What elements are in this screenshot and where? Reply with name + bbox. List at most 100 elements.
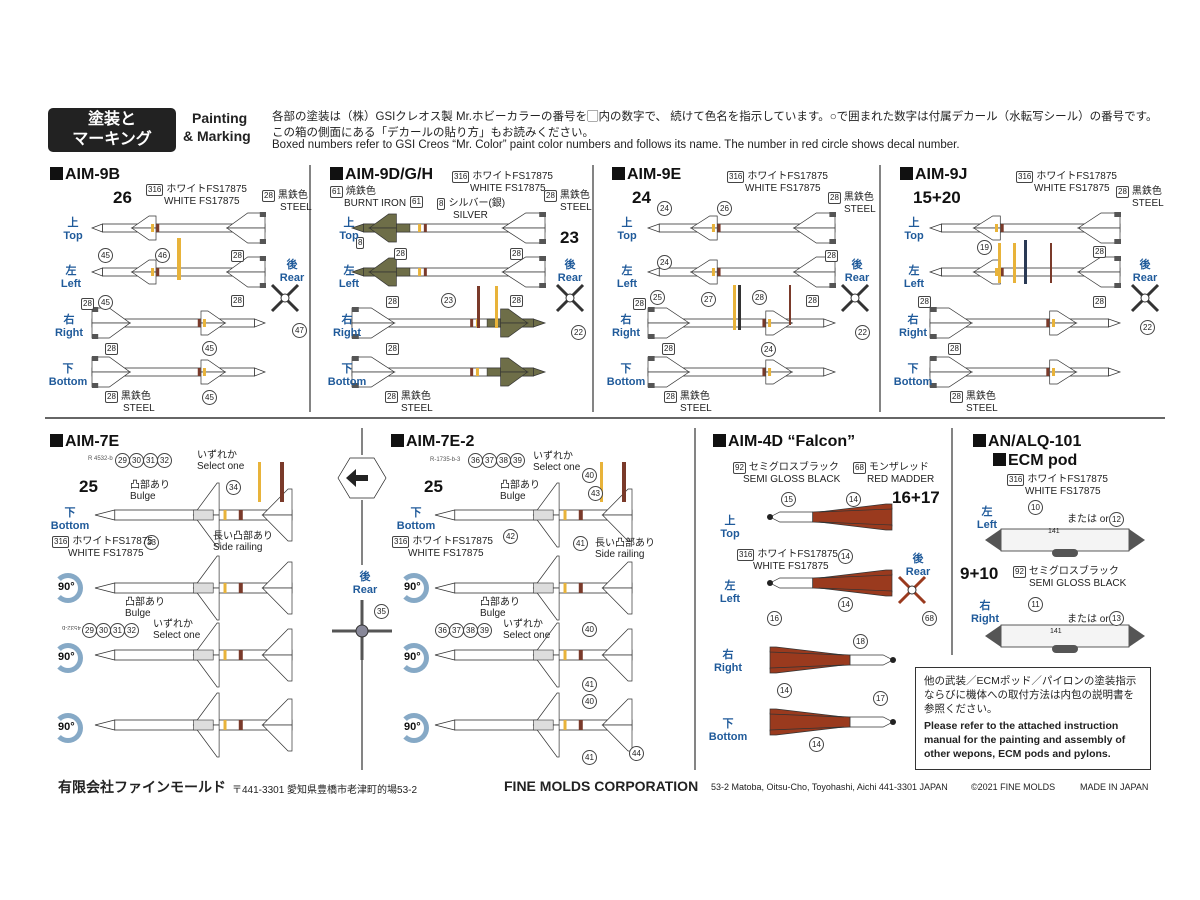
aim4d-decal-set-number: 16+17 (892, 488, 940, 507)
paint-name-jp: 黒鉄色 (120, 391, 151, 402)
canard-fin (368, 257, 397, 273)
paint-band (470, 319, 474, 327)
rotate-label: 90° (58, 581, 75, 593)
canard-fin (200, 371, 227, 385)
rotate-label: 90° (404, 581, 421, 593)
label-en: Bulge (480, 608, 506, 619)
decal-number: 38 (463, 623, 478, 638)
rotate-90-icon (399, 643, 429, 673)
tail-fin (225, 271, 266, 288)
rolleron (930, 356, 937, 361)
view-en: Left (976, 519, 998, 531)
paint-name-jp: ホワイトFS17875 (72, 536, 153, 547)
aim7e-title: AIM-7E (50, 433, 119, 451)
decal-number: 22 (855, 325, 870, 340)
missile-nose (646, 223, 660, 233)
decal-number: 25 (650, 290, 665, 305)
decal-stripe (477, 286, 480, 328)
paint-name-en: STEEL (123, 403, 155, 414)
paint-code-box: 28 (544, 190, 557, 202)
rolleron (1114, 212, 1121, 217)
rear-nozzle (280, 293, 290, 303)
seeker-dome (767, 580, 773, 586)
view-jp: 下 (722, 718, 734, 730)
rolleron (352, 334, 359, 339)
paint-code-box: 316 (1007, 474, 1025, 486)
pod-fairing (1052, 645, 1078, 653)
decal-number: 24 (657, 201, 672, 216)
paint-band (156, 224, 160, 232)
label-jp: 凸部あり (125, 597, 165, 608)
label-en: Select one (153, 630, 201, 641)
view-jp: 上 (724, 515, 736, 527)
bulge (193, 582, 214, 594)
label-jp: いずれか (153, 619, 193, 630)
rolleron (1114, 283, 1121, 288)
paint-code-box: 28 (950, 391, 963, 403)
paint-name-jp: 黒鉄色 (400, 391, 431, 402)
paint-steel-callout: 28 (386, 343, 402, 355)
view-en: Left (60, 278, 82, 290)
decal-number: 30 (129, 453, 144, 468)
pod-fairing (1052, 549, 1078, 557)
paint-band (475, 368, 479, 376)
ecm-title: AN/ALQ-101 (973, 433, 1081, 451)
decal-number: 11 (1028, 597, 1043, 612)
rolleron (259, 212, 266, 217)
stencil-label: R 4532-b (88, 456, 113, 462)
decal-number: 45 (98, 295, 113, 310)
paint-band (151, 268, 155, 276)
paint-code-box: 28 (510, 248, 523, 260)
label-en: Side railing (213, 542, 263, 553)
paint-name-en: WHITE FS17875 (753, 561, 829, 572)
decal-stripe (738, 285, 741, 330)
company-name-en: FINE MOLDS CORPORATION (504, 778, 699, 794)
label-jp: 凸部あり (480, 597, 520, 608)
view-en: Bottom (708, 731, 748, 743)
label-en: Side railing (595, 549, 645, 560)
paint-code-box: 28 (633, 298, 646, 310)
view-jp: 左 (724, 580, 736, 592)
aim7e2-decal-set-number: 25 (424, 477, 443, 496)
decal-number: 45 (202, 341, 217, 356)
paint-name-jp: 黒鉄色 (679, 391, 710, 402)
tail-fin (261, 654, 293, 682)
paint-name-jp: 黒鉄色 (559, 190, 590, 201)
pod-body (1000, 528, 1130, 552)
view-jp: 後 (564, 259, 576, 271)
aim9j-title: AIM-9J (900, 166, 967, 184)
tail-fin (1077, 227, 1121, 244)
paint-name-en: WHITE FS17875 (745, 183, 821, 194)
decal-number: 40 (582, 694, 597, 709)
view-en: Bottom (396, 520, 436, 532)
canard-fin (368, 227, 397, 243)
paint-steel-callout: 28 (231, 295, 247, 307)
canard-fin (500, 322, 529, 338)
ecm-subtitle: ECM pod (993, 452, 1077, 470)
view-jp: 左 (343, 265, 355, 277)
paint-name-en: WHITE FS17875 (1025, 486, 1101, 497)
tail-fin (601, 654, 633, 682)
stencil-label: R-1735-b-3 (430, 457, 461, 463)
paint-name-en: STEEL (844, 204, 876, 215)
decal-number: 29 (115, 453, 130, 468)
decal-number: 22 (571, 325, 586, 340)
decal-number: 46 (155, 248, 170, 263)
paint-name-jp: セミグロスブラック (1028, 566, 1119, 577)
title-marking: & Marking (183, 128, 251, 144)
decal-number: 35 (374, 604, 389, 619)
view-en: Right (332, 327, 362, 339)
paint-name-jp: 黒鉄色 (277, 190, 308, 201)
paint-band (578, 510, 583, 520)
bulge (193, 649, 214, 661)
